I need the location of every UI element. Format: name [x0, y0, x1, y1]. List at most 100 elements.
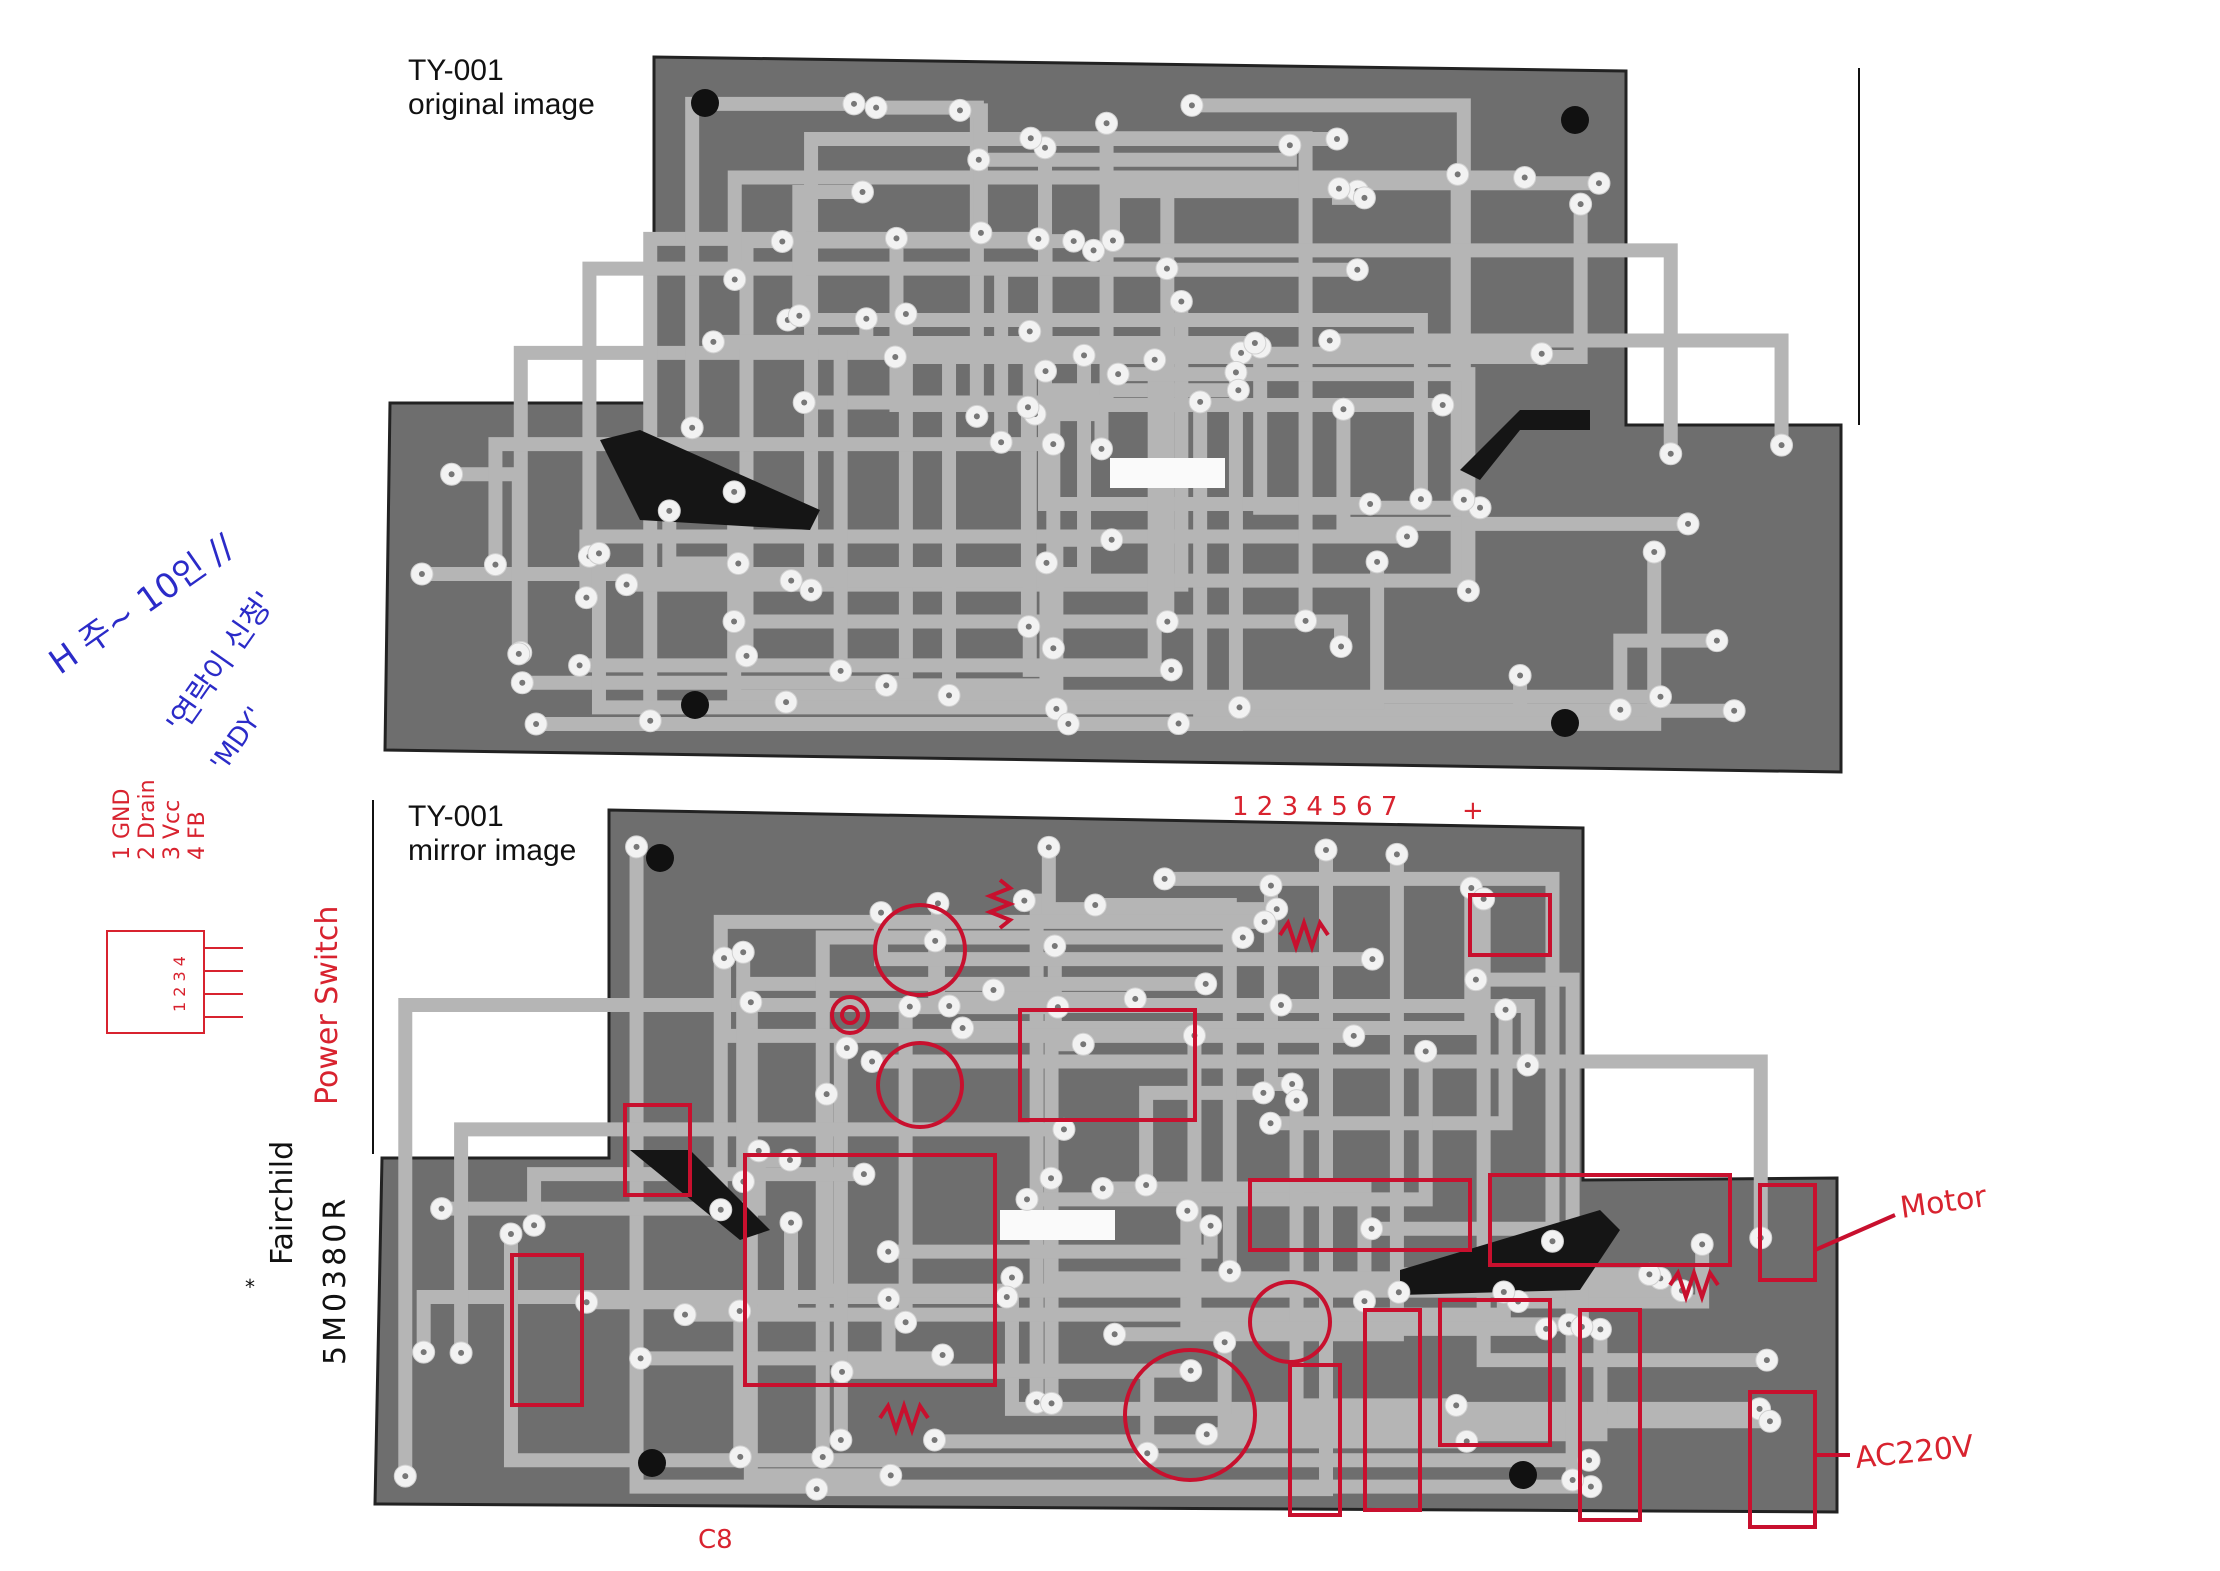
pad-hole: [1422, 1048, 1429, 1055]
copper-trace: [1217, 1335, 1777, 1429]
pad-hole: [666, 507, 673, 514]
asterisk-note: *: [245, 1275, 255, 1299]
pad-hole: [973, 413, 980, 420]
pad-hole: [1699, 1241, 1706, 1248]
pad-hole: [438, 1205, 445, 1212]
pad-hole: [1092, 902, 1099, 909]
pad-hole: [1163, 265, 1170, 272]
pad-hole: [839, 1368, 846, 1375]
pad-hole: [1188, 102, 1195, 109]
pad-hole: [1051, 942, 1058, 949]
pad-hole: [873, 104, 880, 111]
pad-hole: [819, 1454, 826, 1461]
pad-hole: [931, 1436, 938, 1443]
pad-hole: [902, 311, 909, 318]
pad-hole: [1323, 846, 1330, 853]
pad-hole: [1460, 496, 1467, 503]
copper-trace: [942, 346, 1549, 703]
pad-hole: [1203, 1431, 1210, 1438]
copper-trace: [527, 1167, 871, 1233]
pad-hole: [1524, 1062, 1531, 1069]
pad-hole: [1278, 1001, 1285, 1008]
pad-hole: [1143, 1182, 1150, 1189]
pad-hole: [843, 1044, 850, 1051]
copper-trace: [1322, 333, 1789, 453]
pad-hole: [1050, 441, 1057, 448]
pad-hole: [735, 560, 742, 567]
pad-hole: [1261, 918, 1268, 925]
pad-hole: [1368, 1225, 1375, 1232]
copper-trace: [1476, 891, 1774, 1368]
pad-hole: [946, 692, 953, 699]
pad-hole: [1184, 1207, 1191, 1214]
copper-trace: [1263, 1002, 1513, 1131]
pad-hole: [902, 1319, 909, 1326]
pad-hole: [1053, 705, 1060, 712]
pad-hole: [1549, 1238, 1556, 1245]
copper-trace: [488, 437, 1061, 572]
pad-hole: [1235, 387, 1242, 394]
copper-trace: [727, 170, 1532, 287]
pad-hole: [1267, 882, 1274, 889]
pad-hole: [998, 439, 1005, 446]
pad-hole: [977, 229, 984, 236]
pad-hole: [1065, 720, 1072, 727]
pad-hole: [531, 1222, 538, 1229]
pad-hole: [1302, 617, 1309, 624]
pad-hole: [783, 699, 790, 706]
copper-trace: [780, 313, 1428, 507]
pad-hole: [1168, 666, 1175, 673]
pad-hole: [1289, 1081, 1296, 1088]
pad-hole: [519, 679, 526, 686]
pad-hole: [1340, 406, 1347, 413]
pad-hole: [1048, 1175, 1055, 1182]
pad-hole: [420, 1349, 427, 1356]
pad-hole: [448, 471, 455, 478]
pad-hole: [1500, 1289, 1507, 1296]
maker-note: Fairchild: [265, 1140, 300, 1265]
pad-hole: [1713, 637, 1720, 644]
pad-hole: [1521, 174, 1528, 181]
pad-hole: [796, 312, 803, 319]
pad-hole: [1472, 976, 1479, 983]
pad-hole: [736, 1307, 743, 1314]
pad-hole: [893, 235, 900, 242]
power-switch-note: Power Switch: [310, 905, 345, 1105]
pad-hole: [1453, 1402, 1460, 1409]
pad-hole: [906, 1003, 913, 1010]
pad-hole: [1033, 1399, 1040, 1406]
pad-hole: [1333, 136, 1340, 143]
copper-trace: [1041, 840, 1284, 917]
pad-hole: [418, 571, 425, 578]
copper-trace: [444, 467, 526, 661]
pad-hole: [1035, 235, 1042, 242]
pad-hole: [1207, 1222, 1214, 1229]
pad-hole: [1657, 693, 1664, 700]
pad-hole: [850, 100, 857, 107]
margin-line: [1858, 68, 1860, 425]
pad-hole: [633, 843, 640, 850]
pad-hole: [717, 1206, 724, 1213]
pad-hole: [1517, 672, 1524, 679]
pad-hole: [1617, 706, 1624, 713]
copper-trace: [633, 1348, 950, 1366]
pad-hole: [1595, 180, 1602, 187]
pin-legend-2: 2 Drain: [135, 779, 160, 860]
pin-legend: 1 GND 2 Drain 3 Vcc 4 FB: [110, 779, 210, 860]
pad-hole: [576, 662, 583, 669]
pad-hole: [1008, 1274, 1015, 1281]
pad-hole: [1236, 704, 1243, 711]
pad-hole: [1238, 349, 1245, 356]
copper-trace: [865, 1054, 1768, 1245]
pad-hole: [1667, 450, 1674, 457]
pad-hole: [837, 1437, 844, 1444]
pad-hole: [813, 1486, 820, 1493]
pad-hole: [1115, 371, 1122, 378]
copper-trace: [881, 1291, 1198, 1378]
pad-hole: [637, 1355, 644, 1362]
pad-hole: [823, 1091, 830, 1098]
pad-hole: [1226, 1268, 1233, 1275]
copper-trace: [416, 1290, 1014, 1360]
pad-hole: [1369, 956, 1376, 963]
copper-trace: [1020, 1044, 1433, 1207]
